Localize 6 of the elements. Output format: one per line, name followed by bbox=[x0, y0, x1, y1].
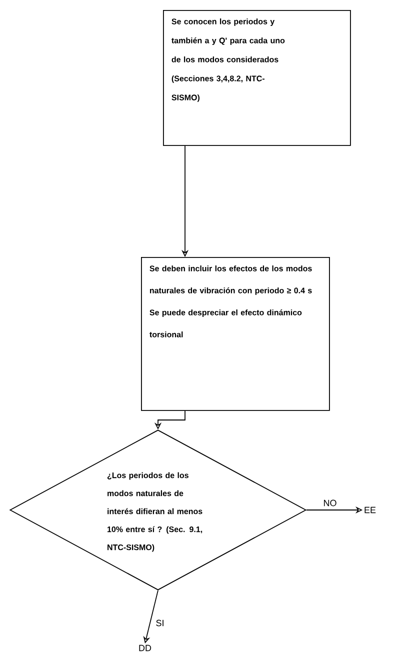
connector-label: EE bbox=[364, 506, 376, 514]
connector-label: DD bbox=[139, 644, 152, 652]
process-box: Se conocen los periodos y también a y Q' para cada uno de los modos considerados (Secciones 3,4,8.2, NTC-SISMO) bbox=[163, 10, 351, 146]
edge-label: NO bbox=[322, 498, 338, 508]
edge-label: SI bbox=[154, 618, 166, 628]
process-box: Se deben incluir los efectos de los modos naturales de vibración con periodo ≥ 0.4 s Se puede despreciar el efecto dinámico torsional bbox=[141, 257, 330, 411]
